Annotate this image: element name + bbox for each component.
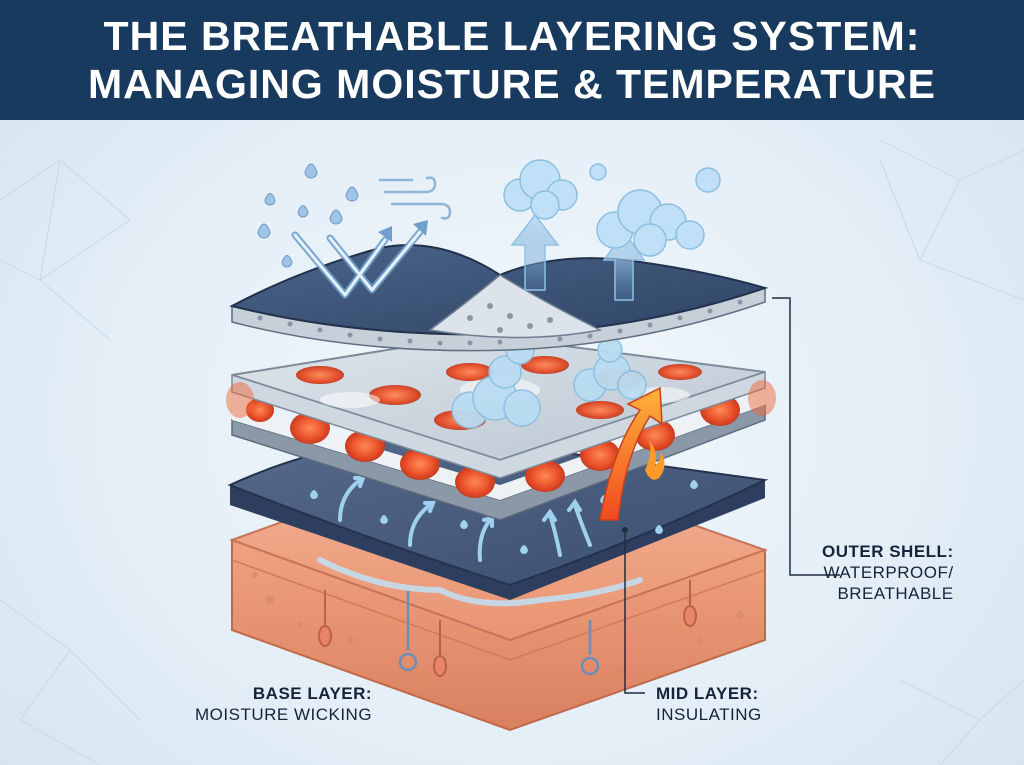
callout-mid-layer-title: MID LAYER: (656, 684, 759, 703)
callout-base-layer-title: BASE LAYER: (252, 684, 373, 703)
callout-base-layer-line-1: MOISTURE WICKING (195, 705, 373, 724)
callout-base-layer: BASE LAYER: MOISTURE WICKING (195, 684, 372, 725)
callout-outer-shell-line-2: BREATHABLE (837, 584, 954, 603)
moisture-arrow-icon (338, 476, 592, 562)
title-banner: THE BREATHABLE LAYERING SYSTEM: MANAGING… (0, 0, 1024, 120)
callout-mid-layer: MID LAYER: INSULATING (656, 684, 762, 725)
heat-flame-icon (599, 386, 665, 521)
callout-outer-shell: OUTER SHELL: WATERPROOF/ BREATHABLE (822, 542, 954, 604)
title-line-1: THE BREATHABLE LAYERING SYSTEM: (103, 13, 921, 59)
callout-mid-layer-line-1: INSULATING (656, 705, 762, 724)
callout-outer-shell-title: OUTER SHELL: (822, 542, 954, 561)
callout-outer-shell-line-1: WATERPROOF/ (823, 563, 954, 582)
outer-shell-fabric (229, 244, 769, 352)
title-line-2: MANAGING MOISTURE & TEMPERATURE (88, 61, 936, 107)
wind-icon (378, 176, 452, 220)
background-network (0, 139, 1024, 765)
moisture-arrow-icon (510, 213, 646, 301)
rain-drop-icon (257, 163, 359, 268)
vapor-cloud-icon (503, 159, 721, 257)
